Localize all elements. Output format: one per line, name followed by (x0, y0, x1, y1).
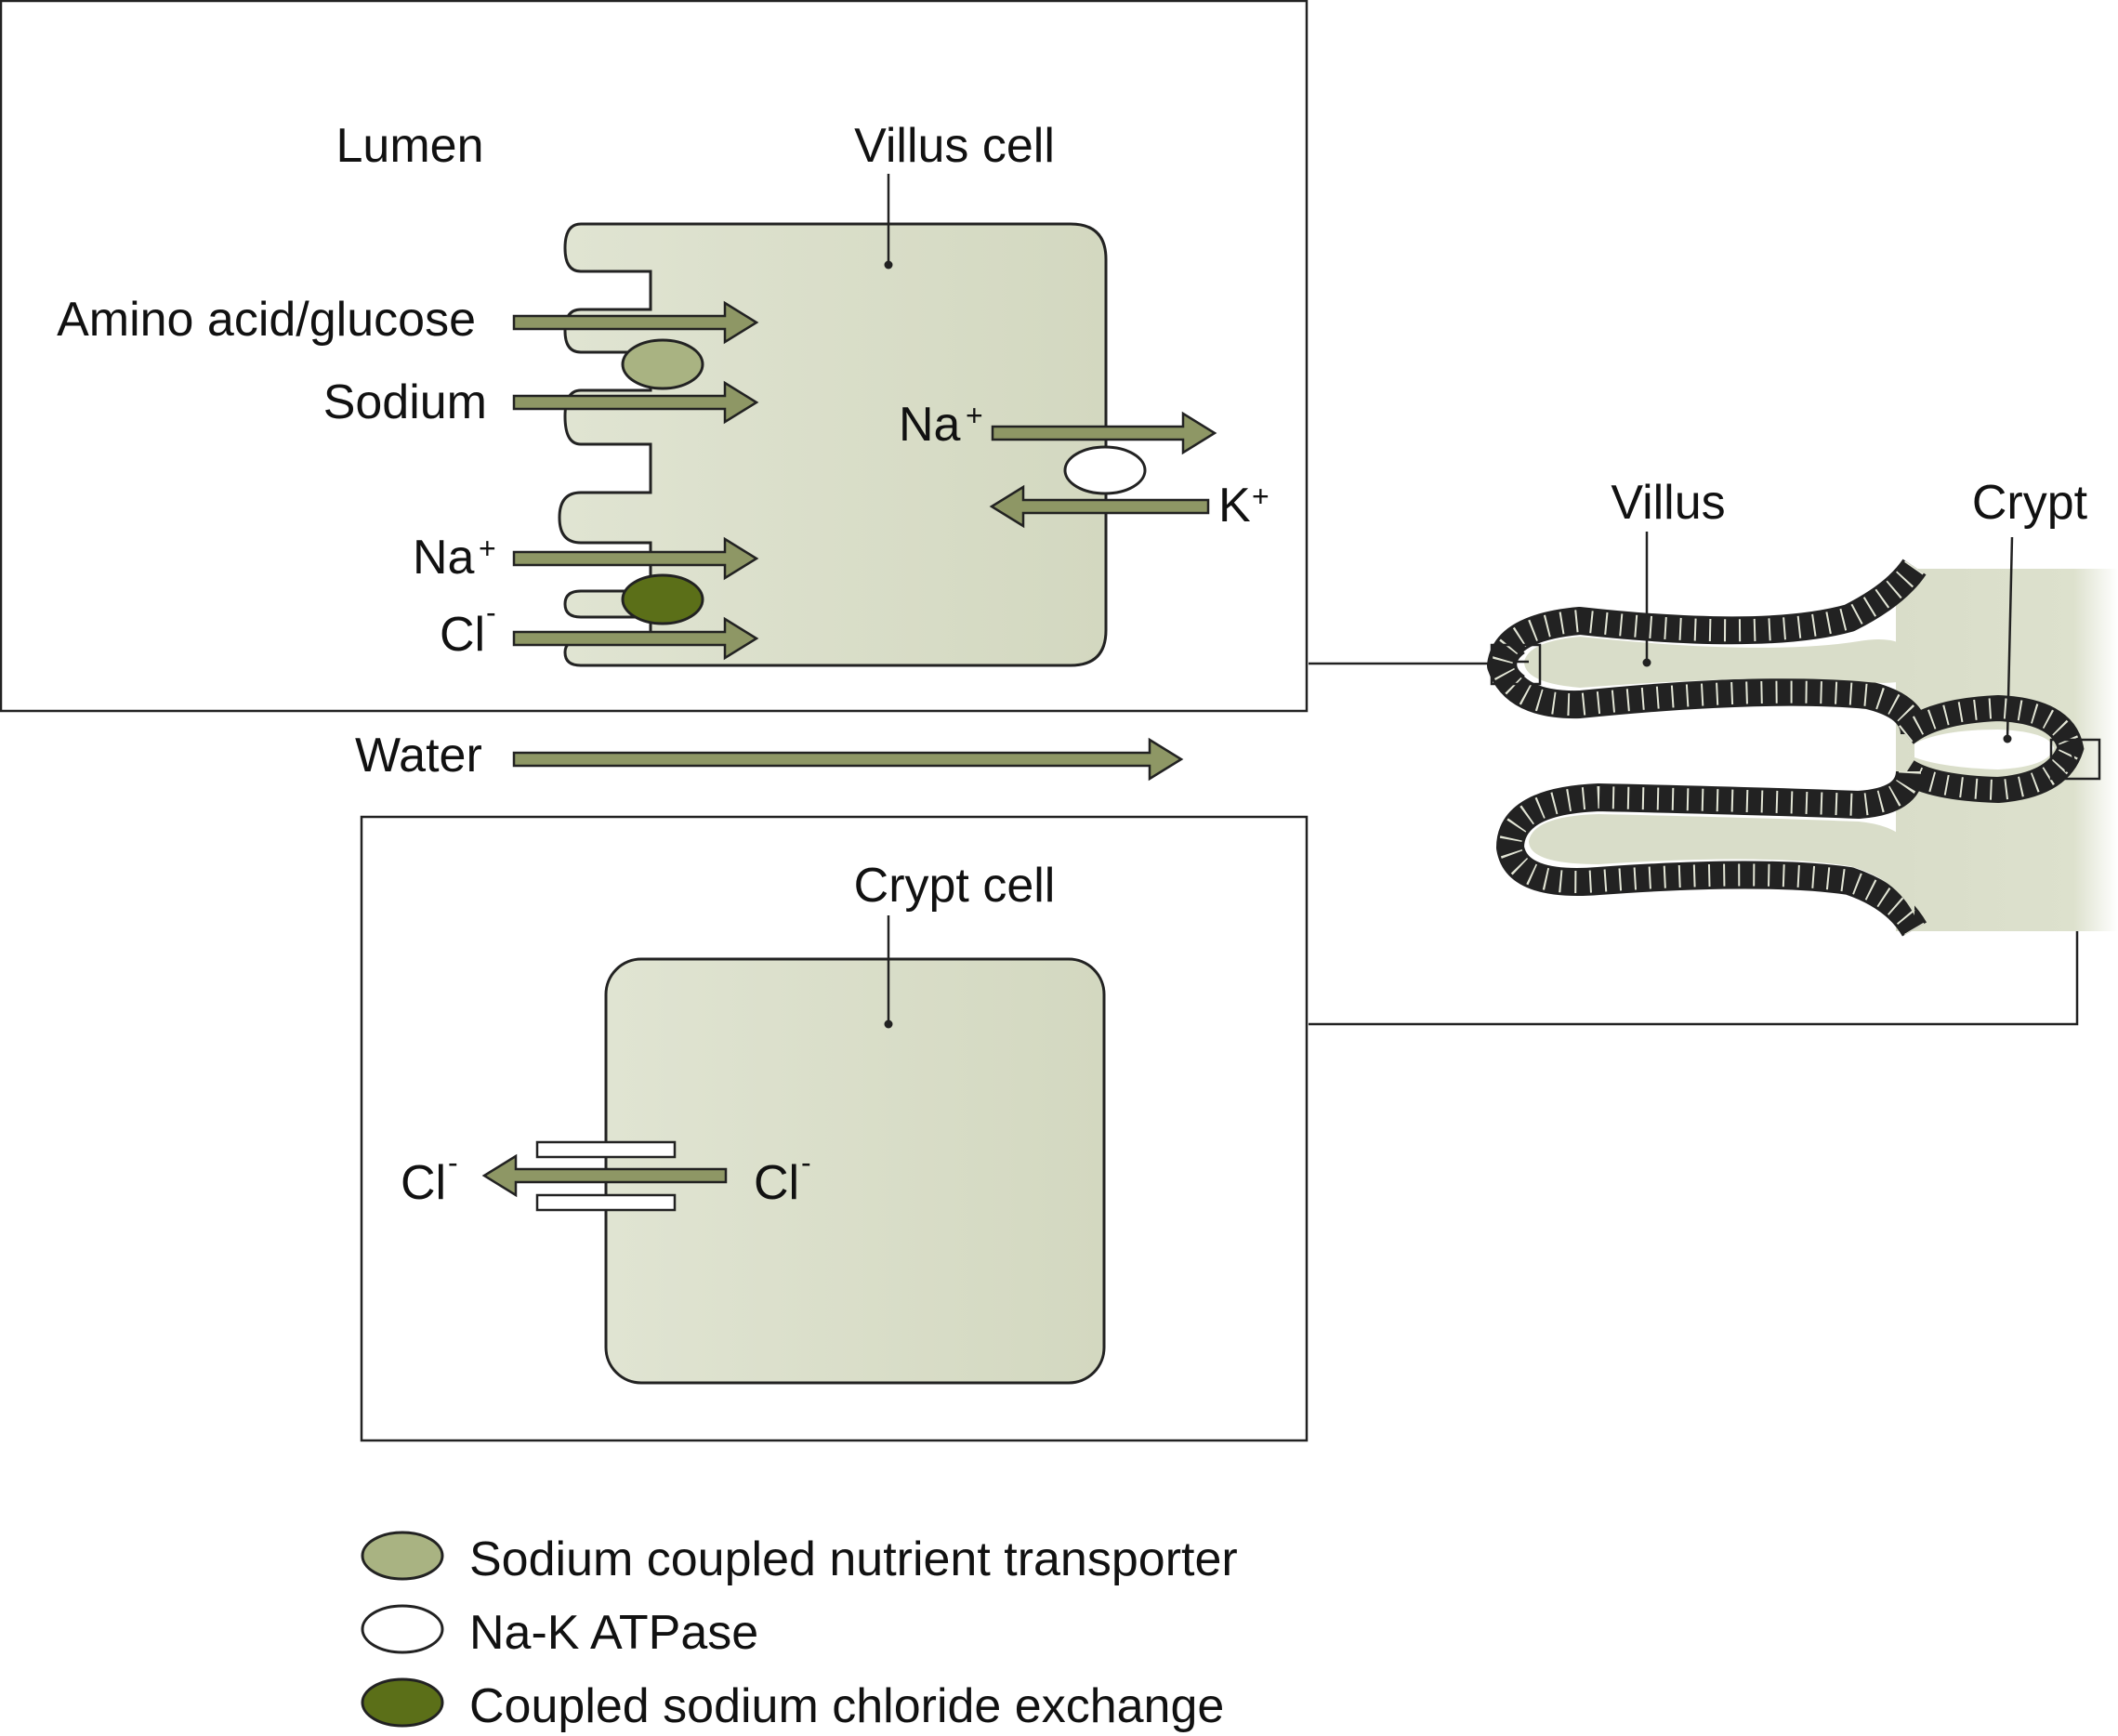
pump-k-superscript: + (1252, 480, 1269, 513)
cl-ion-superscript: - (486, 596, 496, 629)
na-ion-arrow (512, 536, 759, 581)
amino-acid-arrow (512, 300, 759, 345)
sodium-label: Sodium (323, 375, 487, 429)
water-label: Water (355, 729, 482, 783)
villus-cell-pointer-dot (884, 260, 893, 270)
na-ion-label: Na (413, 531, 475, 585)
legend-icon-na-k-atpase (361, 1604, 444, 1654)
legend-label-na-k-atpase: Na-K ATPase (469, 1606, 758, 1660)
crypt-pointer (2006, 536, 2014, 740)
crypt-cell-pointer-dot (884, 1019, 893, 1029)
chloride-secretion-arrow (481, 1153, 728, 1198)
pump-k-label: K (1218, 479, 1251, 533)
crypt-label: Crypt (1972, 476, 2088, 530)
cl-ion-arrow (512, 616, 759, 661)
crypt-lumen (1914, 730, 2054, 769)
na-ion-superscript: + (479, 532, 496, 565)
crypt-cl-in-label: Cl (754, 1156, 799, 1210)
sodium-coupled-nutrient-transporter (621, 338, 704, 390)
chloride-channel-top (535, 1140, 677, 1159)
legend-label-nacl-exchange: Coupled sodium chloride exchange (469, 1679, 1224, 1733)
lower-villus-wall (1496, 769, 1927, 937)
upper-villus-wall (1487, 559, 1928, 736)
crypt-cell-label: Crypt cell (854, 859, 1056, 913)
villus-inset-box (1490, 643, 1542, 686)
legend-label-nutrient-transporter: Sodium coupled nutrient transporter (469, 1532, 1238, 1586)
na-k-atpase-pump (1063, 445, 1147, 495)
coupled-sodium-chloride-exchanger (621, 573, 704, 625)
lumen-label: Lumen (336, 119, 484, 173)
crypt-inset-box (2049, 738, 2101, 781)
intestinal-tissue (1487, 532, 2118, 937)
water-arrow (512, 737, 1184, 782)
crypt-cl-in-superscript: - (801, 1146, 811, 1179)
lower-villus-core (1529, 814, 1914, 915)
sodium-arrow (512, 380, 759, 425)
upper-villus-lumen (1524, 637, 1914, 688)
crypt-inset-detail (2064, 745, 2075, 773)
legend: Sodium coupled nutrient transporter Na-K… (361, 1531, 1238, 1733)
crypt-cl-out-label: Cl (401, 1156, 446, 1210)
crypt-pointer-dot (2003, 734, 2012, 743)
pump-k-in-arrow (989, 484, 1210, 529)
villus-inset-detail (1514, 651, 1529, 678)
pump-na-label: Na (899, 398, 961, 452)
crypt-cl-out-superscript: - (448, 1146, 458, 1179)
cl-ion-label: Cl (440, 608, 485, 662)
villus-label: Villus (1611, 476, 1725, 530)
legend-icon-nacl-exchange (361, 1677, 444, 1728)
chloride-channel-bottom (535, 1193, 677, 1212)
villus-cell-label: Villus cell (854, 119, 1055, 173)
legend-icon-nutrient-transporter (361, 1531, 444, 1581)
pump-na-superscript: + (966, 399, 983, 432)
pump-na-out-arrow (991, 411, 1217, 455)
villus-pointer-dot (1642, 658, 1651, 667)
amino-acid-glucose-label: Amino acid/glucose (57, 293, 476, 347)
crypt-wall-inner (1898, 697, 2082, 801)
